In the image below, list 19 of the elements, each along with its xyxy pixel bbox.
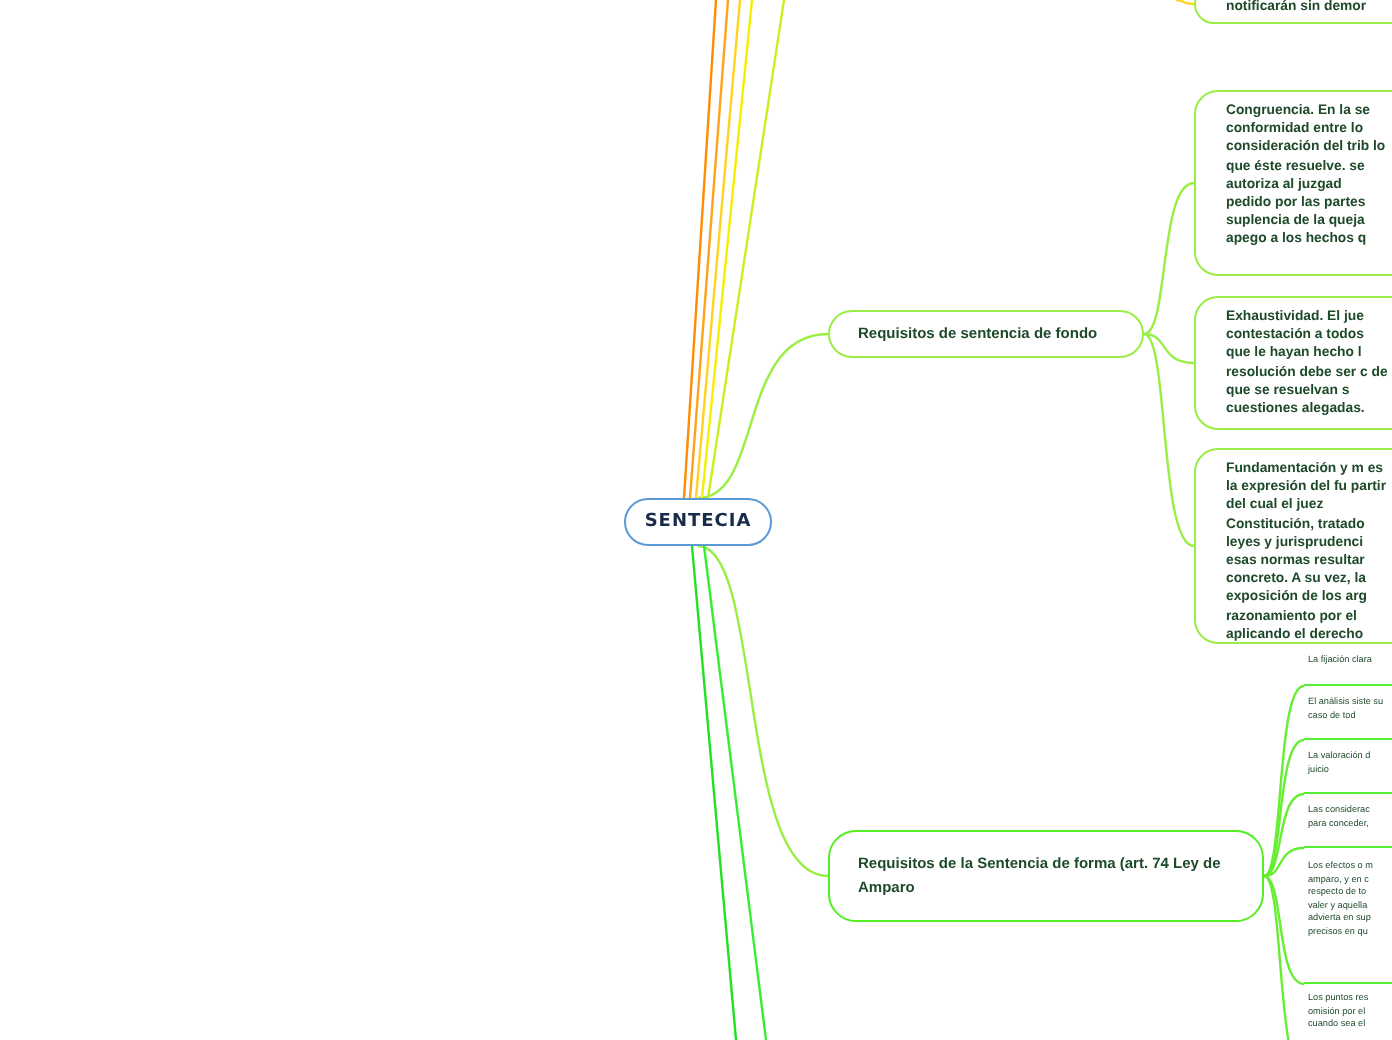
- connector-line: [1175, 0, 1195, 6]
- central-topic: SENTECIA: [624, 498, 772, 546]
- connector-line: [690, 545, 738, 1040]
- connector-line: [682, 0, 718, 499]
- connector-line: [697, 544, 829, 878]
- connector-line: [694, 0, 742, 499]
- connector-line: [702, 545, 768, 1040]
- connector-line: [1263, 846, 1305, 878]
- connector-line: [1263, 684, 1305, 877]
- connector-line: [1143, 332, 1195, 365]
- connector-line: [1143, 181, 1195, 336]
- connector-line: [688, 0, 730, 499]
- connector-line: [700, 0, 754, 499]
- connector-line: [1263, 792, 1305, 878]
- connector-line: [697, 332, 829, 500]
- connector-line: [1263, 738, 1305, 878]
- connector-line: [1143, 333, 1195, 548]
- connector-line: [706, 0, 786, 499]
- connector-line: [1263, 874, 1305, 986]
